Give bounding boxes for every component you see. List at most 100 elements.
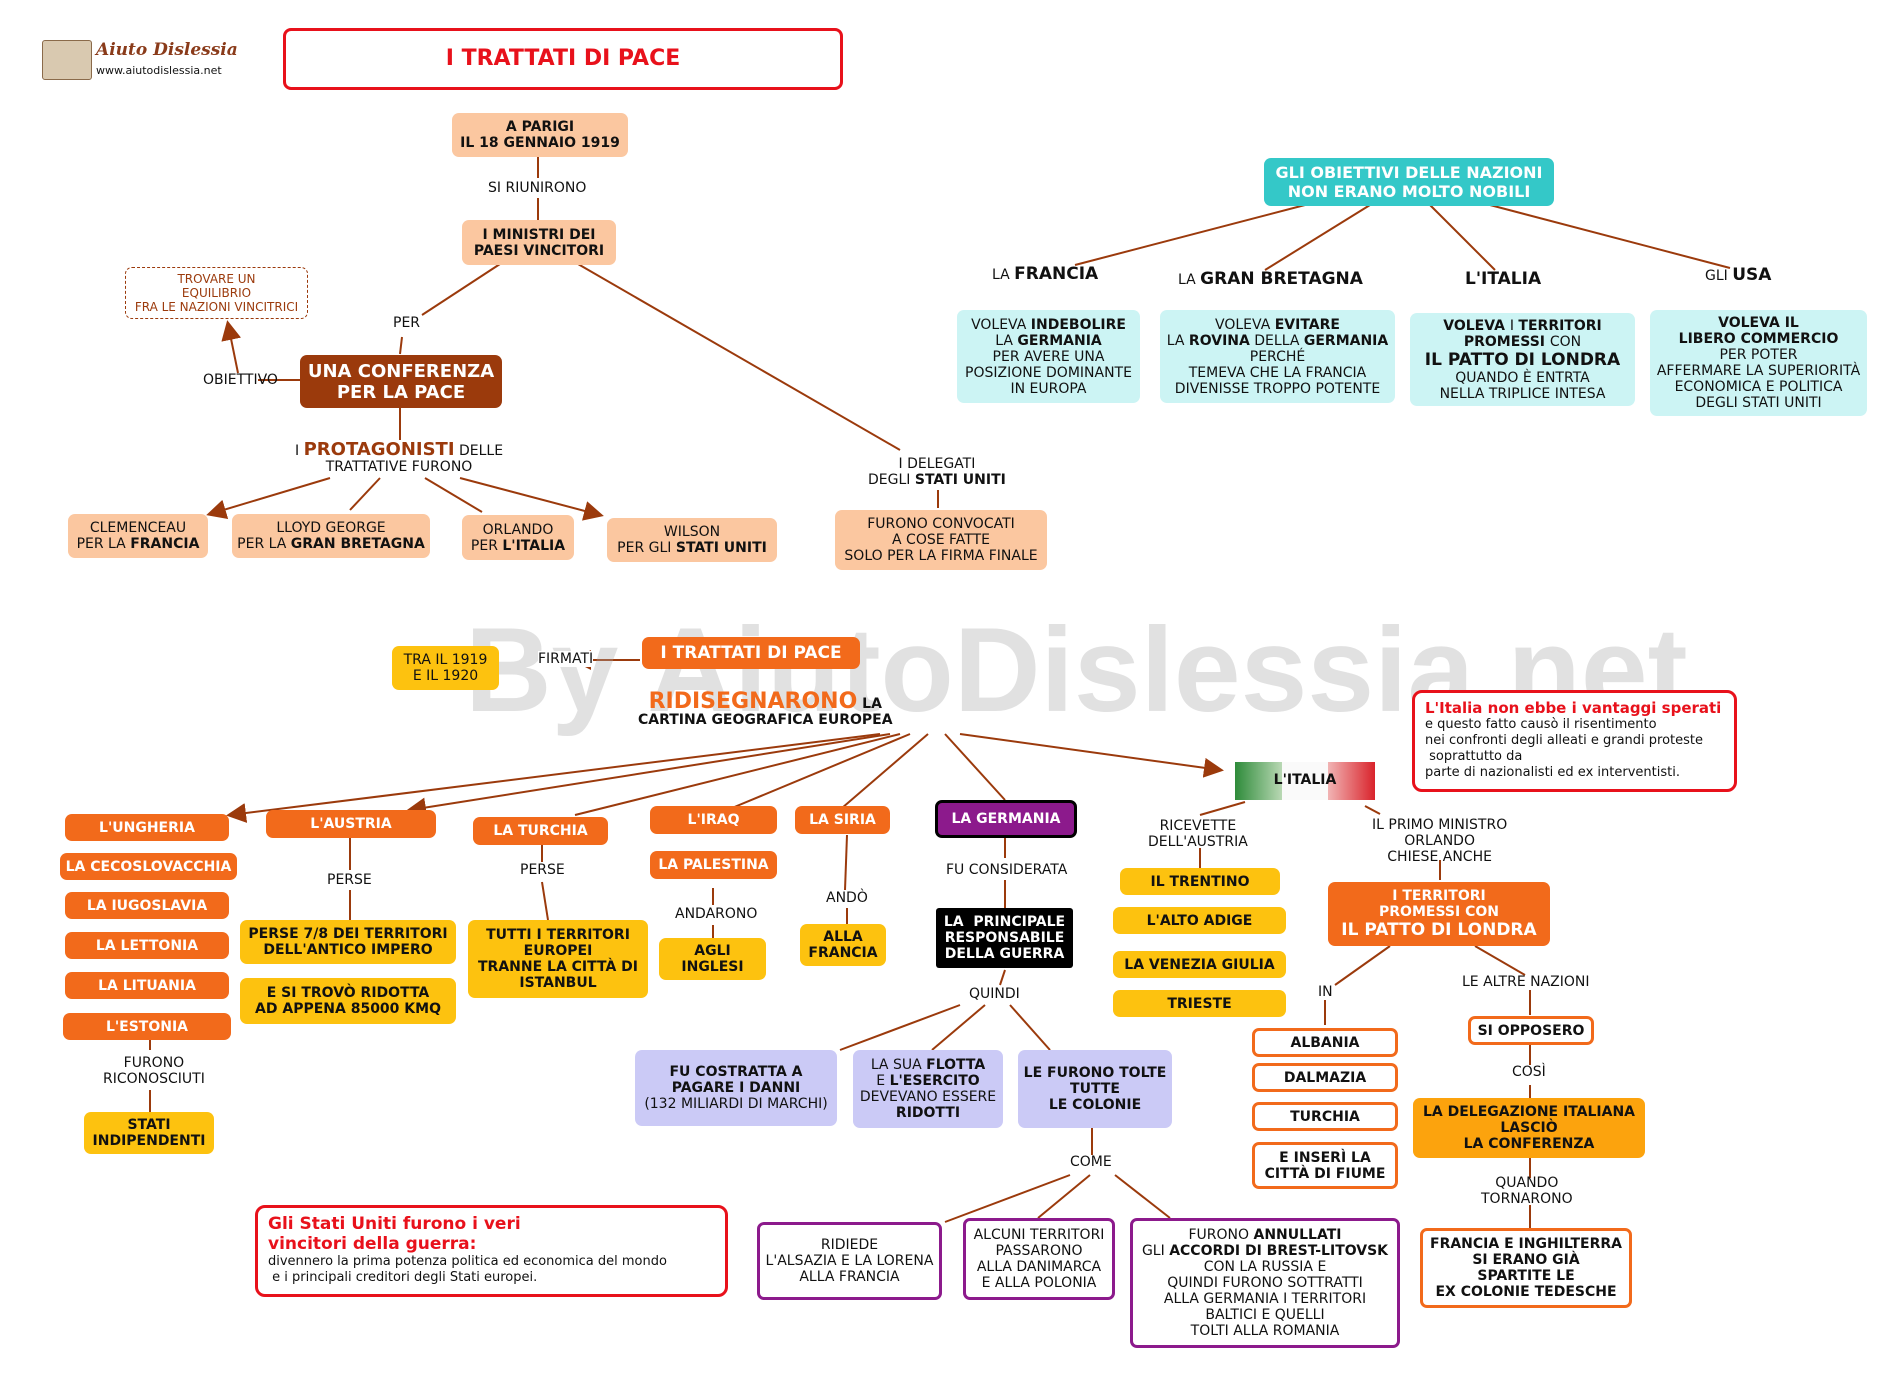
palestina-box: LA PALESTINA — [650, 851, 777, 879]
italia-obj-box: VOLEVA I TERRITORI PROMESSI CON IL PATTO… — [1410, 313, 1635, 406]
fr-b: INDEBOLIRE — [1030, 316, 1126, 333]
equilibrio-box: TROVARE UN EQUILIBRIO FRA LE NAZIONI VIN… — [125, 267, 308, 319]
indipendenti-line: INDIPENDENTI — [92, 1133, 206, 1149]
gain-label: TRIESTE — [1167, 995, 1232, 1012]
usa-note-title1: Gli Stati Uniti furono i veri — [268, 1214, 521, 1234]
riconosciuti-line: RICONOSCIUTI — [103, 1071, 205, 1087]
gb-key: GRAN BRETAGNA — [1200, 269, 1363, 289]
ando-label: ANDÒ — [826, 890, 868, 906]
italia-note-line: soprattutto da — [1425, 749, 1523, 764]
ex-colonie-line: FRANCIA E INGHILTERRA — [1430, 1236, 1622, 1252]
fr-a: VOLEVA — [971, 316, 1031, 333]
wilson-pre: PER GLI — [617, 540, 676, 556]
turchia-it-box: TURCHIA — [1252, 1102, 1398, 1131]
danni-box: FU COSTRATTA A PAGARE I DANNI (132 MILIA… — [635, 1050, 837, 1126]
logo-url: www.aiutodislessia.net — [96, 64, 222, 77]
turchia-territori-line: ISTANBUL — [519, 975, 597, 991]
obiettivi-line: NON ERANO MOLTO NOBILI — [1287, 182, 1531, 201]
protagonisti-pre: I — [295, 443, 304, 459]
state-label: L'ESTONIA — [105, 1018, 189, 1035]
delegati-pre: DEGLI — [868, 472, 915, 488]
protagonisti-label: I PROTAGONISTI DELLE TRATTATIVE FURONO — [295, 441, 503, 476]
usa-line1: VOLEVA IL — [1718, 315, 1799, 331]
primo-ministro-label: IL PRIMO MINISTRO ORLANDO CHIESE ANCHE — [1372, 817, 1507, 865]
gb-b: EVITARE — [1274, 316, 1340, 333]
italia-note-line: e questo fatto causò il risentimento — [1425, 717, 1657, 732]
turchia-territori-box: TUTTI I TERRITORI EUROPEI TRANNE LA CITT… — [468, 920, 648, 998]
it-line2: PROMESSI CON — [1464, 334, 1581, 350]
danni-line: FU COSTRATTA A — [669, 1064, 803, 1080]
francia-key: FRANCIA — [1014, 264, 1099, 284]
alsazia-line: RIDIEDE — [820, 1237, 879, 1253]
ex-colonie-line: EX COLONIE TEDESCHE — [1435, 1284, 1617, 1300]
italia-note-line: nei confronti degli alleati e grandi pro… — [1425, 733, 1704, 748]
clemenceau-country: PER LA FRANCIA — [77, 536, 200, 552]
austria-ridotta-line: AD APPENA 85000 KMQ — [255, 1001, 441, 1017]
turchia-territori-line: TUTTI I TERRITORI — [486, 927, 630, 943]
austria-ridotta-box: E SI TROVÒ RIDOTTA AD APPENA 85000 KMQ — [240, 978, 456, 1024]
patto-line: PROMESSI CON — [1379, 904, 1499, 920]
come-label: COME — [1070, 1154, 1112, 1170]
fiume-line: E INSERÌ LA — [1279, 1149, 1371, 1166]
lloyd-box: LLOYD GEORGE PER LA GRAN BRETAGNA — [232, 514, 430, 558]
convocati-line: SOLO PER LA FIRMA FINALE — [844, 548, 1038, 564]
danni-line: (132 MILIARDI DI MARCHI) — [644, 1096, 828, 1112]
date-box: TRA IL 1919 E IL 1920 — [392, 646, 499, 690]
austria-ridotta-line: E SI TROVÒ RIDOTTA — [266, 985, 430, 1001]
ridisegnarono-label: RIDISEGNARONO LA CARTINA GEOGRAFICA EURO… — [638, 691, 893, 729]
italia-note-title: L'Italia non ebbe i vantaggi sperati — [1425, 699, 1722, 717]
opposero-label: SI OPPOSERO — [1477, 1022, 1585, 1039]
flotta-line4: RIDOTTI — [895, 1105, 961, 1121]
state-label: LA IUGOSLAVIA — [86, 897, 208, 914]
gb-line2: LA ROVINA DELLA GERMANIA — [1167, 333, 1388, 349]
francia-label: LA FRANCIA — [992, 264, 1099, 284]
wilson-name: WILSON — [663, 524, 721, 540]
danni-line: PAGARE I DANNI — [671, 1080, 801, 1096]
date-line: E IL 1920 — [412, 668, 479, 684]
convocati-box: FURONO CONVOCATI A COSE FATTE SOLO PER L… — [835, 510, 1047, 570]
responsabile-line: LA PRINCIPALE — [943, 914, 1066, 930]
iraq-label: L'IRAQ — [687, 812, 740, 828]
gb-d: ROVINA — [1188, 332, 1250, 349]
ridisegnarono-post: LA — [857, 696, 882, 712]
brest-a: FURONO — [1188, 1227, 1254, 1243]
opposero-box: SI OPPOSERO — [1468, 1016, 1594, 1045]
equilibrio-line: FRA LE NAZIONI VINCITRICI — [134, 300, 299, 314]
brest-line7: TOLTI ALLA ROMANIA — [1190, 1323, 1340, 1339]
flotta-c: E — [876, 1073, 890, 1089]
turchia-label: LA TURCHIA — [493, 823, 588, 839]
it-c: TERRITORI — [1518, 317, 1602, 334]
date-line: TRA IL 1919 — [403, 652, 488, 668]
austria-territori-line: DELL'ANTICO IMPERO — [263, 942, 433, 958]
danimarca-line: E ALLA POLONIA — [981, 1275, 1097, 1291]
state-cecoslovacchia: LA CECOSLOVACCHIA — [60, 853, 237, 880]
book-icon — [42, 40, 92, 80]
francia-line4: POSIZIONE DOMINANTE — [965, 364, 1132, 381]
state-lituania: LA LITUANIA — [65, 972, 229, 999]
usa-note: Gli Stati Uniti furono i veri vincitori … — [255, 1205, 728, 1297]
italia-note: L'Italia non ebbe i vantaggi sperati e q… — [1412, 690, 1737, 792]
state-estonia: L'ESTONIA — [63, 1013, 231, 1040]
turchia-territori-line: TRANNE LA CITTÀ DI — [477, 959, 639, 975]
alsazia-line: L'ALSAZIA E LA LORENA — [765, 1253, 934, 1269]
place-label: ALBANIA — [1290, 1034, 1360, 1051]
conferenza-line: PER LA PACE — [336, 381, 466, 403]
colonie-line: LE FURONO TOLTE — [1023, 1065, 1167, 1081]
brest-line5: ALLA GERMANIA I TERRITORI — [1163, 1291, 1367, 1307]
usa-note-title2: vincitori della guerra: — [268, 1234, 477, 1254]
gain-label: IL TRENTINO — [1150, 873, 1250, 890]
clemenceau-name: CLEMENCEAU — [89, 520, 187, 536]
usa-line6: DEGLI STATI UNITI — [1695, 395, 1822, 411]
lloyd-name: LLOYD GEORGE — [276, 520, 386, 536]
usa-key: USA — [1732, 265, 1772, 285]
it-a: VOLEVA — [1443, 317, 1510, 334]
logo[interactable]: Aiuto Dislessia www.aiutodislessia.net — [42, 38, 238, 82]
francia-line5: IN EUROPA — [1010, 380, 1087, 397]
patto-londra-box: I TERRITORI PROMESSI CON IL PATTO DI LON… — [1328, 882, 1550, 946]
italia-obj-label: L'ITALIA — [1465, 271, 1541, 288]
clemenceau-pre: PER LA — [76, 536, 131, 552]
ministri-line: PAESI VINCITORI — [473, 242, 605, 259]
andarono-label: ANDARONO — [675, 906, 758, 922]
gb-line4: TEMEVA CHE LA FRANCIA — [1188, 364, 1367, 381]
